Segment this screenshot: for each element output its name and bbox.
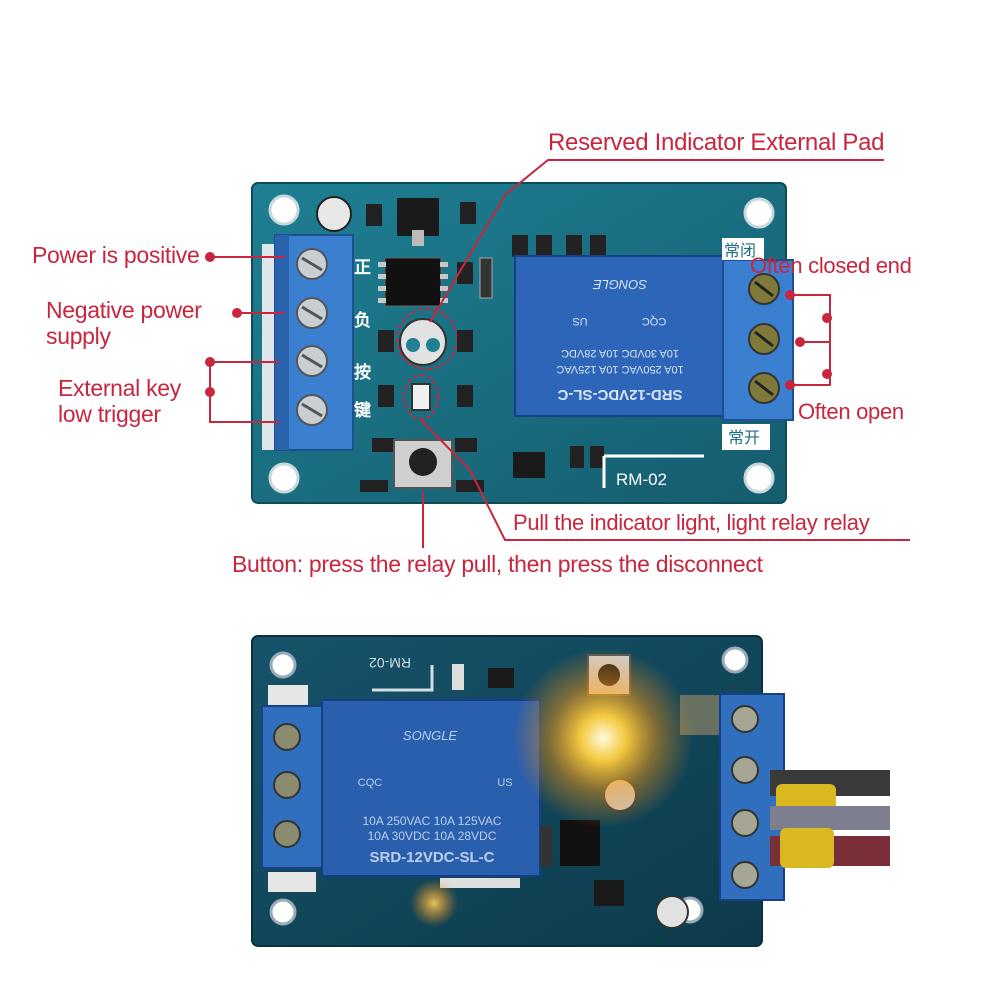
silk-no: 常开 bbox=[728, 429, 760, 447]
smd-part bbox=[366, 204, 382, 226]
mount-hole bbox=[743, 197, 775, 229]
callout-negative-power-line2: supply bbox=[46, 323, 111, 349]
callout-pull-indicator: Pull the indicator light, light relay re… bbox=[513, 510, 870, 535]
diode bbox=[479, 257, 493, 299]
callout-lines bbox=[209, 159, 910, 548]
mount-hole bbox=[743, 462, 775, 494]
callout-external-key-line2: low trigger bbox=[58, 401, 161, 427]
bottom-board-model-label: RM-02 bbox=[369, 655, 411, 671]
callout-button: Button: press the relay pull, then press… bbox=[232, 551, 763, 577]
bottom-left-terminal bbox=[261, 705, 325, 869]
callout-negative-power-line1: Negative power bbox=[46, 297, 202, 323]
regulator-chip bbox=[397, 198, 439, 236]
relay-cert-cqc: CQC bbox=[642, 315, 667, 327]
push-button bbox=[360, 439, 484, 492]
bottom-relay-board: RM-02 SONGLE CQC US 10A 250VAC 10A 125VA… bbox=[251, 635, 890, 947]
bottom-relay: SONGLE CQC US 10A 250VAC 10A 125VAC 10A … bbox=[321, 699, 541, 877]
callout-external-key-line1: External key bbox=[58, 375, 181, 401]
silk-key: 键 bbox=[354, 400, 371, 420]
trimmer-component bbox=[316, 196, 352, 232]
relay-brand: SONGLE bbox=[593, 277, 648, 292]
silk-positive: 正 bbox=[354, 258, 371, 277]
silk-nc: 常闭 bbox=[724, 242, 756, 260]
bottom-relay-model: SRD-12VDC-SL-C bbox=[369, 849, 494, 866]
callout-dots bbox=[205, 252, 832, 397]
smd-part bbox=[460, 202, 476, 224]
bottom-relay-rating-2: 10A 30VDC 10A 28VDC bbox=[368, 829, 497, 843]
board-model-label: RM-02 bbox=[616, 470, 667, 489]
top-relay: SRD-12VDC-SL-C 10A 250VAC 10A 125VAC 10A… bbox=[514, 255, 726, 417]
callout-often-closed: Often closed end bbox=[750, 253, 912, 278]
top-relay-board: 正 负 按 键 bbox=[251, 182, 794, 504]
indicator-led bbox=[411, 383, 431, 411]
bottom-relay-brand: SONGLE bbox=[403, 728, 458, 743]
relay-model: SRD-12VDC-SL-C bbox=[557, 386, 682, 403]
terminal-silkscreen: 正 负 按 键 bbox=[354, 258, 371, 420]
right-screw-terminal bbox=[722, 259, 794, 421]
silk-negative: 负 bbox=[354, 310, 371, 330]
bottom-relay-cert-cqc: CQC bbox=[358, 777, 383, 789]
mount-hole bbox=[268, 194, 300, 226]
relay-rating-1: 10A 250VAC 10A 125VAC bbox=[556, 363, 683, 375]
left-screw-terminal bbox=[274, 234, 354, 451]
chip-pin bbox=[412, 230, 424, 246]
ic-chip bbox=[384, 257, 442, 307]
silk-press: 按 bbox=[354, 362, 371, 382]
led-glow-small bbox=[410, 879, 458, 927]
callout-reserved-pad: Reserved Indicator External Pad bbox=[548, 129, 885, 156]
mount-hole bbox=[268, 462, 300, 494]
smd-part bbox=[457, 262, 473, 284]
callout-power-positive: Power is positive bbox=[32, 242, 200, 268]
led-glow bbox=[513, 648, 693, 828]
bottom-ic-chip bbox=[560, 820, 600, 866]
wires bbox=[770, 770, 890, 868]
relay-rating-2: 10A 30VDC 10A 28VDC bbox=[561, 347, 679, 359]
reserved-pad bbox=[399, 318, 447, 366]
callout-often-open: Often open bbox=[798, 399, 904, 424]
relay-cert-us: US bbox=[572, 315, 587, 327]
bottom-relay-cert-us: US bbox=[497, 777, 512, 789]
bottom-relay-rating-1: 10A 250VAC 10A 125VAC bbox=[363, 814, 502, 828]
